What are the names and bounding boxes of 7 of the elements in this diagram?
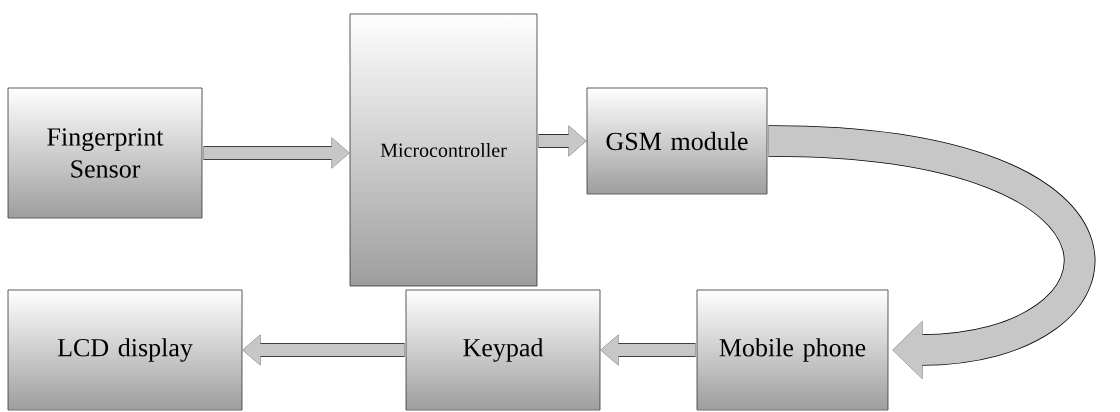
block-arrow (767, 125, 1095, 379)
block-box: GSM module (586, 87, 768, 195)
block-box: Mobile phone (696, 289, 889, 411)
block-box: Fingerprint Sensor (7, 87, 203, 219)
block-box: Microcontroller (349, 13, 538, 287)
block-box: Keypad (405, 289, 601, 411)
block-box: LCD display (7, 289, 243, 411)
